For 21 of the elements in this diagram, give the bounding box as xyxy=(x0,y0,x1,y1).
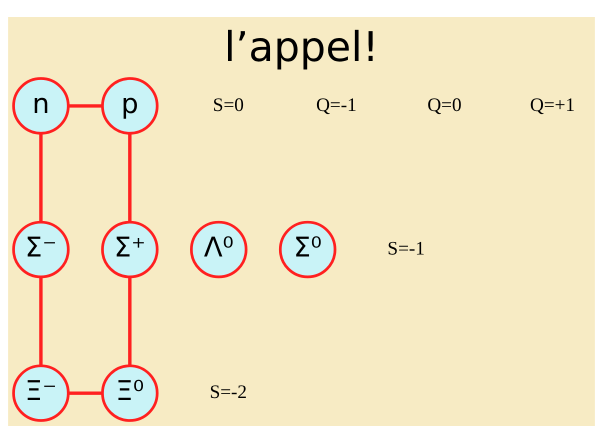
label: Q=0 xyxy=(427,94,462,116)
connector xyxy=(128,134,132,222)
node-circle: n xyxy=(12,77,70,135)
node-circle: Λ⁰ xyxy=(190,220,248,278)
connector xyxy=(128,277,132,366)
label: S=-1 xyxy=(387,238,425,260)
node-circle: Σ⁻ xyxy=(12,220,70,278)
connector xyxy=(68,104,102,108)
node-circle: Ξ⁻ xyxy=(12,364,70,422)
connector xyxy=(39,134,43,222)
node-circle: Σ⁺ xyxy=(101,220,159,278)
connector xyxy=(39,277,43,366)
node-circle: Σ⁰ xyxy=(278,220,336,278)
label: S=0 xyxy=(212,94,244,116)
label: Q=+1 xyxy=(530,94,575,116)
diagram-title: l’appel! xyxy=(224,22,379,71)
label: Q=-1 xyxy=(316,94,357,116)
node-circle: Ξ⁰ xyxy=(101,364,159,422)
node-circle: p xyxy=(101,77,159,135)
connector xyxy=(68,391,102,395)
label: S=-2 xyxy=(210,382,248,404)
